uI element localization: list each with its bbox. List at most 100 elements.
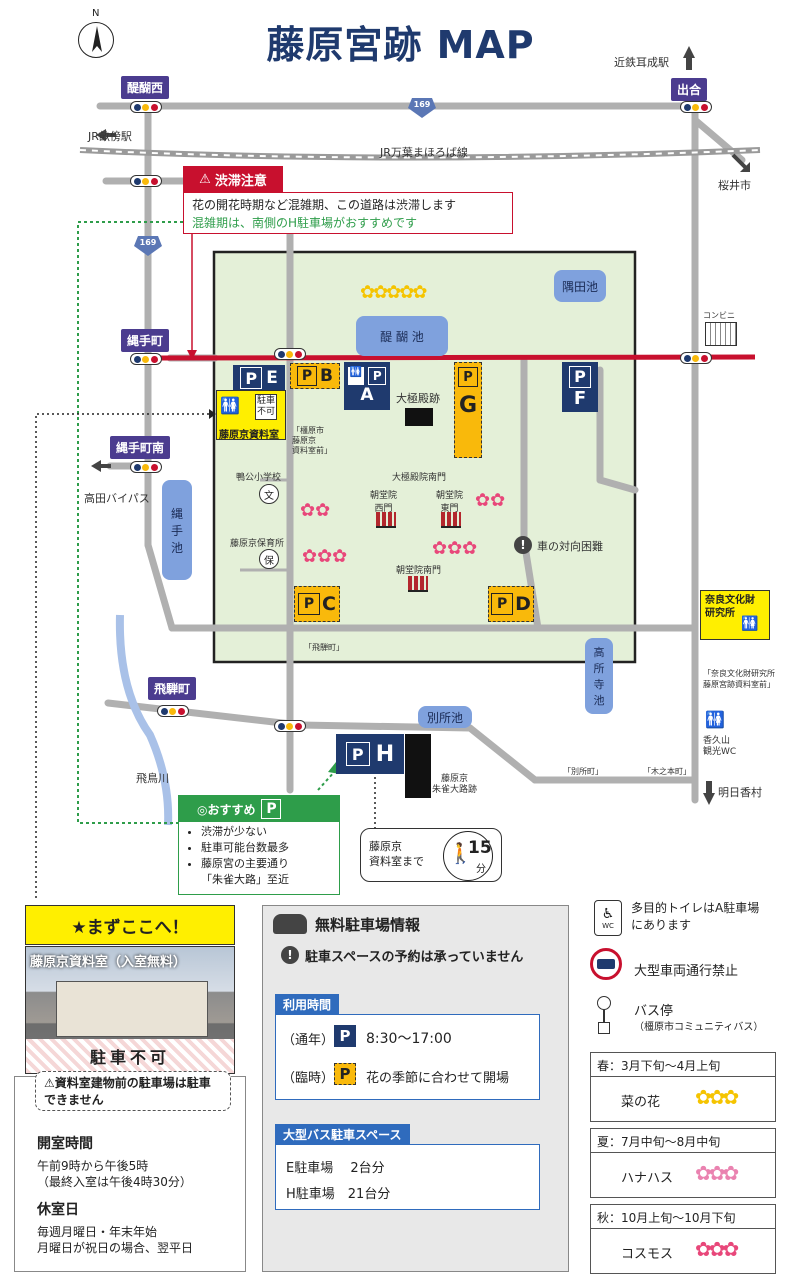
- bus-stop-label: バス停: [634, 1004, 674, 1019]
- nanohana-icon: ✿✿✿: [695, 1085, 739, 1109]
- conbini-icon: [705, 322, 737, 346]
- shiryoshitsu-marker: 🚻 駐車 不可 藤原京資料室: [216, 390, 286, 441]
- wc-icon: 🚻: [705, 710, 725, 729]
- summer-title: 夏：7月中旬～8月中旬: [591, 1129, 775, 1153]
- cosmos-icon: ✿✿✿: [695, 1237, 739, 1261]
- recommend-item: 渋滞が少ない: [201, 824, 289, 840]
- bus-stop-icon: [596, 996, 612, 1034]
- signal-icon: [130, 101, 162, 113]
- regular-label: （通年）: [282, 1033, 335, 1048]
- wc-icon: 🚻: [347, 367, 365, 385]
- recommend-item: 「朱雀大路」至近: [201, 873, 289, 886]
- temp-value: 花の季節に合わせて開場: [366, 1071, 510, 1086]
- label-chodoin-higashi: 朝堂院 東門: [436, 491, 464, 514]
- gate-icon: [408, 576, 428, 592]
- bus-stop-betsusho: 「別所町」: [563, 767, 603, 776]
- closed-line1: 毎週月曜日・年末年始: [37, 1225, 158, 1239]
- label-daigokuden: 大極殿跡: [396, 392, 440, 405]
- accessible-wc-icon: ♿WC: [594, 900, 622, 936]
- recommend-item: 駐車可能台数最多: [201, 840, 289, 856]
- warning-icon: ⚠: [199, 171, 211, 187]
- place-deai: 出合: [671, 78, 708, 101]
- walk-box: 藤原京 資料室まで 🚶 15 分: [360, 828, 502, 882]
- dir-jr-unebi: JR畝傍駅: [88, 130, 132, 143]
- dir-takada: 高田バイパス: [84, 492, 150, 505]
- page-title: 藤原宮跡 MAP: [266, 23, 535, 67]
- temp-label: （臨時）: [282, 1071, 335, 1086]
- season-summer: 夏：7月中旬～8月中旬 ハナハス ✿✿✿: [590, 1128, 776, 1198]
- hanahasu-icon: ✿✿✿: [695, 1161, 739, 1185]
- hours-box: （通年） P 8:30～17:00 （臨時） P 花の季節に合わせて開場: [275, 1014, 540, 1100]
- gate-icon: [376, 512, 396, 528]
- open-line2: （最終入室は午後4時30分）: [37, 1175, 192, 1189]
- bus-stop-kashihara: 「橿原市 藤原京 資料室前」: [292, 426, 332, 455]
- bus-h: H駐車場 21台分: [286, 1187, 391, 1202]
- p-icon: P: [261, 799, 282, 819]
- warning-title: ⚠渋滞注意: [183, 166, 283, 192]
- car-icon: [273, 914, 307, 934]
- label-asukagawa: 飛鳥川: [136, 772, 169, 785]
- building-shape: [56, 981, 208, 1037]
- hours-title: 利用時間: [275, 994, 340, 1015]
- closed-line2: 月曜日が祝日の場合、翌平日: [37, 1241, 194, 1255]
- pond-betsusho: 別所池: [418, 706, 472, 728]
- parking-g[interactable]: P G: [454, 362, 482, 458]
- school-icon: 文: [259, 484, 279, 504]
- nursery-icon: 保: [259, 549, 279, 569]
- spring-title: 春：3月下旬～4月上旬: [591, 1053, 775, 1077]
- label-shiryoshitsu: 藤原京資料室: [219, 430, 279, 441]
- gate-icon: [441, 512, 461, 528]
- spring-flower: 菜の花: [621, 1095, 661, 1110]
- notice-box: ⚠資料室建物前の駐車場は駐車できません: [35, 1071, 231, 1111]
- caution-icon: !: [514, 536, 532, 554]
- signal-icon: [680, 101, 712, 113]
- rail-label: JR万葉まほろば線: [380, 146, 468, 159]
- open-title: 開室時間: [37, 1136, 93, 1152]
- regular-value: 8:30～17:00: [366, 1031, 452, 1047]
- signal-icon: [130, 461, 162, 473]
- parking-a[interactable]: 🚻P A: [344, 362, 390, 410]
- pond-nawate: 縄 手 池: [162, 480, 192, 580]
- nabunken-marker: 奈良文化財 研究所 🚻: [700, 590, 770, 640]
- autumn-title: 秋：10月上旬～10月下旬: [591, 1205, 775, 1229]
- reservation-note: 駐車スペースの予約は承っていません: [305, 950, 524, 965]
- signal-icon: [274, 348, 306, 360]
- walk-label: 藤原京 資料室まで: [369, 840, 424, 868]
- recommend-item: 藤原宮の主要通り: [201, 856, 289, 872]
- place-nawatecho: 縄手町: [121, 329, 170, 352]
- dir-asuka: 明日香村: [718, 786, 762, 799]
- parking-info-heading: 無料駐車場情報: [315, 916, 421, 934]
- parking-f[interactable]: P F: [562, 362, 598, 412]
- label-chodoin-nanmon: 朝堂院南門: [396, 566, 442, 576]
- shiryoshitsu-photo: 藤原京資料室（入室無料） 駐車不可: [25, 946, 235, 1074]
- nanohana-icon: ✿✿✿✿✿: [360, 282, 427, 303]
- photo-banner: 駐車不可: [26, 1039, 234, 1073]
- cosmos-icon: ✿✿: [475, 490, 506, 511]
- warning-icon: ⚠: [44, 1076, 55, 1090]
- walk-minutes: 15: [468, 838, 492, 858]
- label-school: 鴨公小学校: [236, 473, 282, 483]
- bus-stop-kinomoto: 「木之本町」: [643, 767, 691, 776]
- bus-e: E駐車場 2台分: [286, 1161, 385, 1176]
- walk-icon: 🚶 15 分: [443, 831, 493, 881]
- summer-flower: ハナハス: [621, 1171, 674, 1186]
- north-label: N: [92, 8, 100, 19]
- season-spring: 春：3月下旬～4月上旬 菜の花 ✿✿✿: [590, 1052, 776, 1122]
- signal-icon: [130, 175, 162, 187]
- start-here-heading: ★まずここへ！: [25, 905, 235, 945]
- cosmos-icon: ✿✿✿: [432, 538, 478, 559]
- label-no-parking: 駐車 不可: [255, 394, 278, 420]
- bus-title: 大型バス駐車スペース: [275, 1124, 410, 1145]
- north-arrow-icon: N: [76, 8, 118, 58]
- wc-icon: 🚻: [220, 396, 240, 415]
- bus-box: E駐車場 2台分 H駐車場 21台分: [275, 1144, 540, 1210]
- label-suzaku: 藤原京 朱雀大路跡: [432, 774, 478, 795]
- no-large-vehicle-icon: [590, 948, 622, 980]
- warning-line1: 花の開花時期など混雑期、この道路は渋滞します: [192, 198, 457, 212]
- pond-sumida: 隅田池: [554, 270, 606, 302]
